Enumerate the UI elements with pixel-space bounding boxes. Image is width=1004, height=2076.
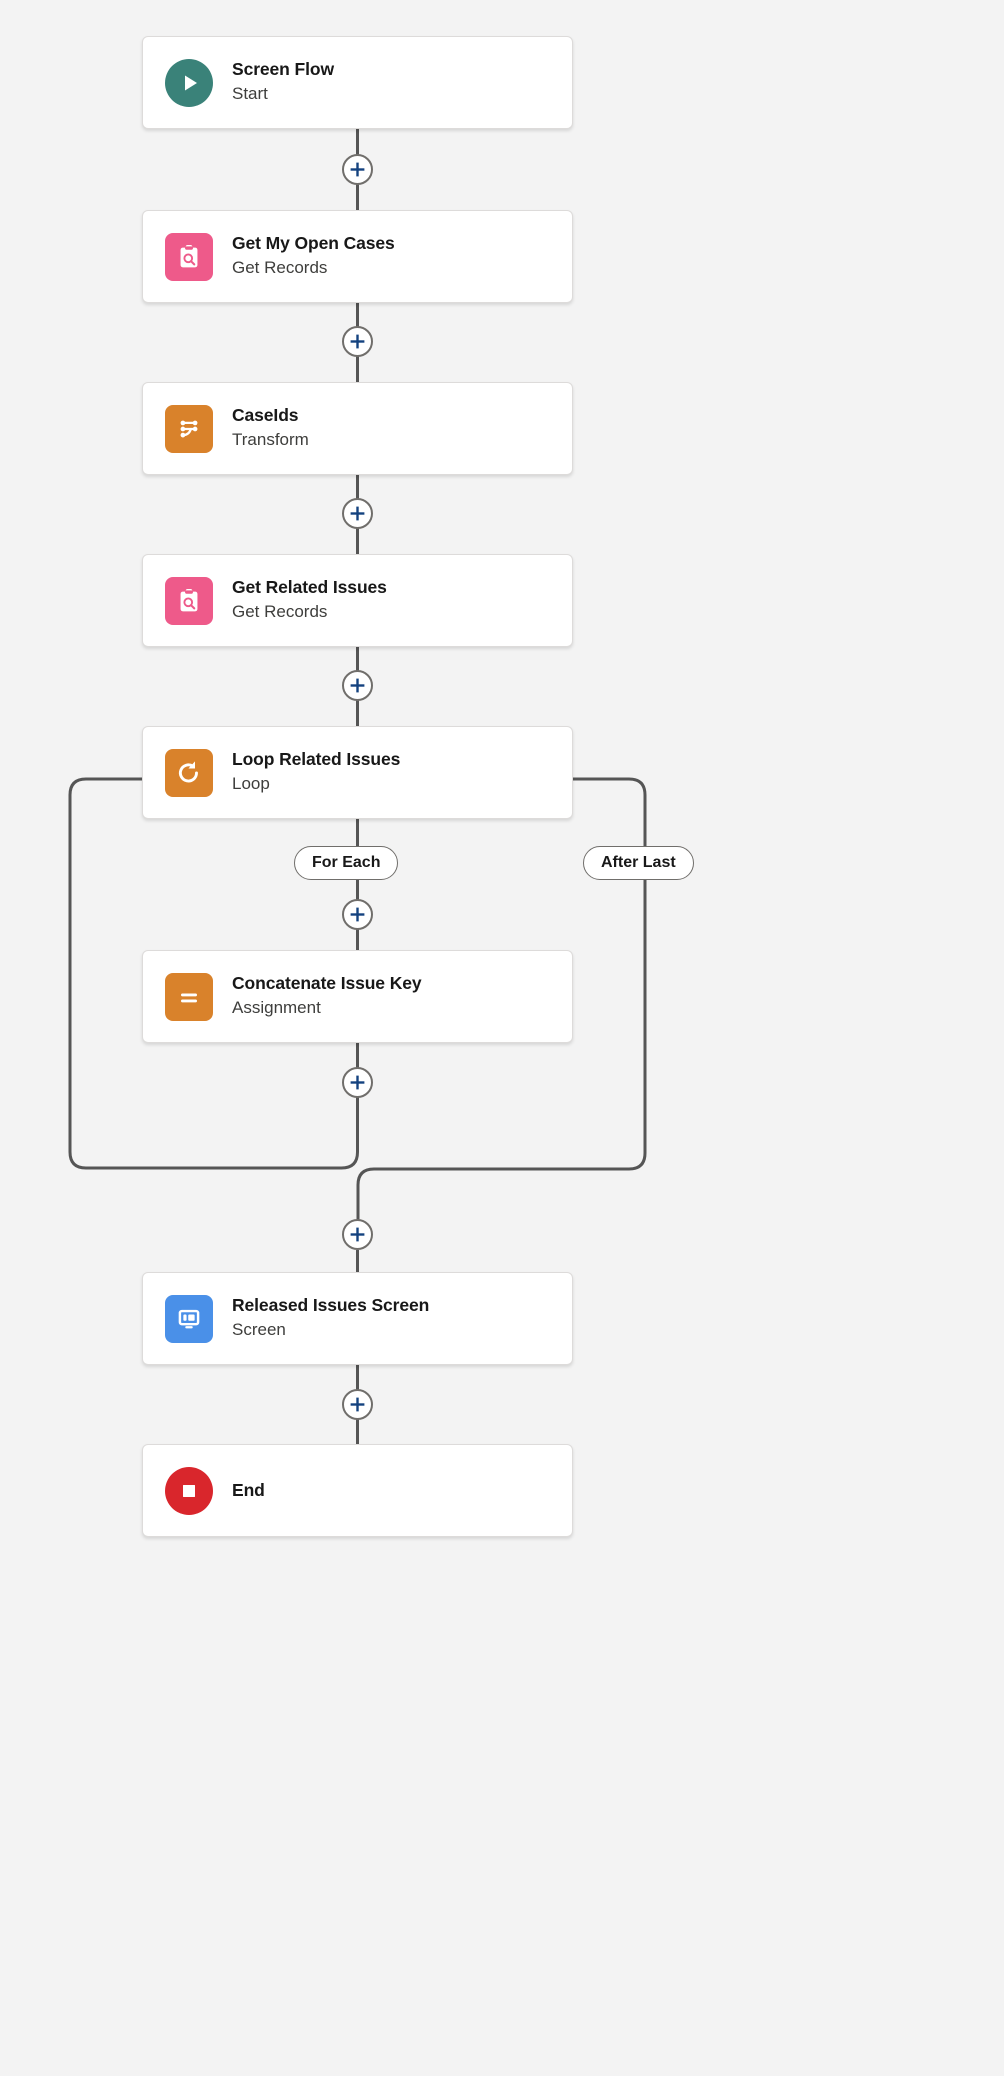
flow-node-concatenate-issue-key[interactable]: Concatenate Issue Key Assignment <box>142 950 573 1043</box>
flow-node-text: Get Related Issues Get Records <box>232 576 387 624</box>
add-element-button-after-loop[interactable] <box>342 1219 373 1250</box>
plus-icon <box>350 506 365 521</box>
plus-icon <box>350 678 365 693</box>
flow-node-get-related-issues[interactable]: Get Related Issues Get Records <box>142 554 573 647</box>
flow-node-text: Get My Open Cases Get Records <box>232 232 395 280</box>
add-element-button-after-caseids[interactable] <box>342 498 373 529</box>
flow-node-subtitle: Assignment <box>232 998 321 1018</box>
plus-icon <box>350 334 365 349</box>
flow-node-text: Screen Flow Start <box>232 58 334 106</box>
flow-node-title: Concatenate Issue Key <box>232 973 422 994</box>
branch-label-for-each[interactable]: For Each <box>294 846 399 880</box>
clipboard-search-icon <box>165 576 213 625</box>
flow-node-subtitle: Get Records <box>232 258 328 278</box>
equals-icon <box>165 972 213 1021</box>
flow-node-caseids[interactable]: CaseIds Transform <box>142 382 573 475</box>
plus-icon <box>350 907 365 922</box>
plus-icon <box>350 1075 365 1090</box>
flow-node-text: Loop Related Issues Loop <box>232 748 400 796</box>
plus-icon <box>350 1227 365 1242</box>
flow-node-text: Released Issues Screen Screen <box>232 1294 429 1342</box>
branch-label-after-last[interactable]: After Last <box>583 846 694 880</box>
flow-node-title: Get Related Issues <box>232 577 387 598</box>
flow-node-text: Concatenate Issue Key Assignment <box>232 972 422 1020</box>
flow-node-title: Loop Related Issues <box>232 749 401 770</box>
flow-node-subtitle: Start <box>232 84 268 104</box>
flow-node-subtitle: Transform <box>232 430 309 450</box>
add-element-button-after-start[interactable] <box>342 154 373 185</box>
flow-node-title: Screen Flow <box>232 59 334 80</box>
flow-node-text: End <box>232 1479 265 1500</box>
flow-node-text: CaseIds Transform <box>232 404 309 452</box>
flow-node-end[interactable]: End <box>142 1444 573 1537</box>
transform-mapping-icon <box>165 404 213 453</box>
play-icon <box>165 58 213 107</box>
flow-node-subtitle: Screen <box>232 1320 286 1340</box>
plus-icon <box>350 162 365 177</box>
flow-node-title: CaseIds <box>232 405 299 426</box>
monitor-icon <box>165 1294 213 1343</box>
flow-node-title: Get My Open Cases <box>232 233 395 254</box>
add-element-button-after-screen[interactable] <box>342 1389 373 1420</box>
flow-node-title: End <box>232 1479 265 1500</box>
flow-node-get-my-open-cases[interactable]: Get My Open Cases Get Records <box>142 210 573 303</box>
loop-refresh-icon <box>165 748 213 797</box>
add-element-button-after-get-my-open-cases[interactable] <box>342 326 373 357</box>
flow-node-released-issues-screen[interactable]: Released Issues Screen Screen <box>142 1272 573 1365</box>
flow-node-subtitle: Loop <box>232 774 270 794</box>
flow-node-title: Released Issues Screen <box>232 1295 430 1316</box>
add-element-button-after-get-related-issues[interactable] <box>342 670 373 701</box>
branch-label-text: For Each <box>312 854 381 871</box>
flow-node-start[interactable]: Screen Flow Start <box>142 36 573 129</box>
plus-icon <box>350 1397 365 1412</box>
add-element-button-in-loop-after-assignment[interactable] <box>342 1067 373 1098</box>
add-element-button-in-loop-before-assignment[interactable] <box>342 899 373 930</box>
branch-label-text: After Last <box>601 854 676 871</box>
stop-square-icon <box>165 1466 213 1515</box>
clipboard-search-icon <box>165 232 213 281</box>
flow-node-loop-related-issues[interactable]: Loop Related Issues Loop <box>142 726 573 819</box>
flow-node-subtitle: Get Records <box>232 602 328 622</box>
